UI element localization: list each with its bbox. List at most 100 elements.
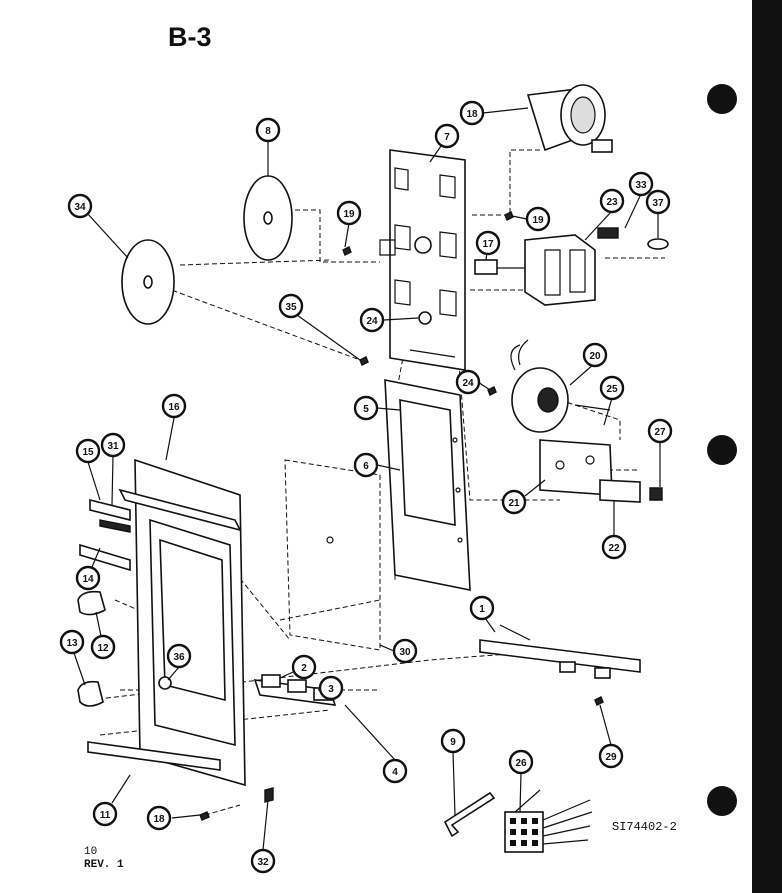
part-knob [77, 590, 106, 707]
callout-17: 17 [475, 230, 501, 256]
svg-text:7: 7 [444, 132, 450, 143]
callout-12: 12 [90, 634, 116, 660]
revision-label: REV. 1 [84, 859, 124, 871]
callout-19: 19 [525, 206, 551, 232]
svg-text:23: 23 [606, 197, 618, 208]
svg-text:4: 4 [392, 767, 398, 778]
part-fan-blade-large [121, 239, 175, 325]
svg-text:20: 20 [589, 351, 601, 362]
svg-text:37: 37 [652, 198, 664, 209]
svg-text:36: 36 [173, 652, 185, 663]
svg-text:25: 25 [606, 384, 618, 395]
callout-2: 2 [291, 654, 317, 680]
callout-15: 15 [75, 438, 101, 464]
callout-16: 16 [161, 393, 187, 419]
callout-9: 9 [440, 728, 466, 754]
callout-7: 7 [434, 123, 460, 149]
svg-text:18: 18 [466, 109, 478, 120]
part-motor [510, 339, 611, 433]
svg-text:26: 26 [515, 758, 527, 769]
callout-32: 32 [250, 848, 276, 874]
svg-text:3: 3 [328, 684, 334, 695]
part-trim-strips [79, 498, 131, 572]
svg-text:5: 5 [363, 404, 369, 415]
svg-text:27: 27 [654, 427, 666, 438]
part-motor-top [526, 84, 613, 153]
callout-4: 4 [382, 758, 408, 784]
callout-36: 36 [166, 643, 192, 669]
svg-text:32: 32 [257, 857, 269, 868]
callout-37: 37 [645, 189, 671, 215]
part-gasket-frame [384, 379, 471, 591]
svg-text:21: 21 [508, 498, 520, 509]
svg-text:31: 31 [107, 441, 119, 452]
svg-text:12: 12 [97, 643, 109, 654]
callout-27: 27 [647, 418, 673, 444]
callout-33: 33 [628, 171, 654, 197]
callout-24: 24 [455, 369, 481, 395]
drawing-code: SI74402-2 [612, 820, 677, 834]
part-hex-key [443, 791, 496, 838]
part-base-strip [87, 741, 221, 771]
part-small-clip [597, 227, 669, 250]
callout-5: 5 [353, 395, 379, 421]
part-contact-rail [479, 624, 641, 679]
svg-text:6: 6 [363, 461, 369, 472]
svg-text:2: 2 [301, 663, 307, 674]
callout-8: 8 [255, 117, 281, 143]
callout-30: 30 [392, 638, 418, 664]
svg-text:19: 19 [532, 215, 544, 226]
part-circuit-board [284, 459, 381, 651]
callout-3: 3 [318, 675, 344, 701]
svg-text:29: 29 [605, 752, 617, 763]
callout-19: 19 [336, 200, 362, 226]
callout-6: 6 [353, 452, 379, 478]
binder-hole [707, 786, 737, 816]
callout-26: 26 [508, 749, 534, 775]
callout-29: 29 [598, 743, 624, 769]
callout-35: 35 [278, 293, 304, 319]
callout-34: 34 [67, 193, 93, 219]
svg-text:9: 9 [450, 737, 456, 748]
svg-text:15: 15 [82, 447, 94, 458]
part-switch-bracket [539, 439, 663, 503]
leader-lines [73, 107, 661, 851]
svg-text:16: 16 [168, 402, 180, 413]
callout-23: 23 [599, 188, 625, 214]
callout-1: 1 [469, 595, 495, 621]
callout-14: 14 [75, 565, 101, 591]
callout-18: 18 [146, 805, 172, 831]
svg-text:14: 14 [82, 574, 94, 585]
part-front-panel [118, 458, 246, 787]
callout-13: 13 [59, 629, 85, 655]
svg-text:1: 1 [479, 604, 485, 615]
callout-18: 18 [459, 100, 485, 126]
page-info: 10 REV. 1 [84, 846, 124, 872]
part-screws [199, 211, 604, 821]
svg-text:24: 24 [366, 316, 378, 327]
part-mounting-bracket [379, 149, 466, 371]
part-wire-connector [504, 789, 593, 853]
svg-text:30: 30 [399, 647, 411, 658]
svg-text:24: 24 [462, 378, 474, 389]
callout-11: 11 [92, 801, 118, 827]
page-title: B-3 [168, 22, 212, 52]
callout-25: 25 [599, 375, 625, 401]
svg-text:13: 13 [66, 638, 78, 649]
svg-text:19: 19 [343, 209, 355, 220]
part-fan-blade [243, 175, 293, 261]
callout-22: 22 [601, 534, 627, 560]
svg-text:34: 34 [74, 202, 86, 213]
svg-text:35: 35 [285, 302, 297, 313]
svg-text:11: 11 [100, 810, 111, 821]
svg-text:22: 22 [608, 543, 620, 554]
svg-text:33: 33 [635, 180, 647, 191]
binding-edge [752, 0, 782, 893]
svg-text:18: 18 [153, 814, 165, 825]
callout-24: 24 [359, 307, 385, 333]
page-number: 10 [84, 846, 98, 858]
svg-text:8: 8 [265, 126, 271, 137]
binder-hole [707, 84, 737, 114]
callout-31: 31 [100, 432, 126, 458]
